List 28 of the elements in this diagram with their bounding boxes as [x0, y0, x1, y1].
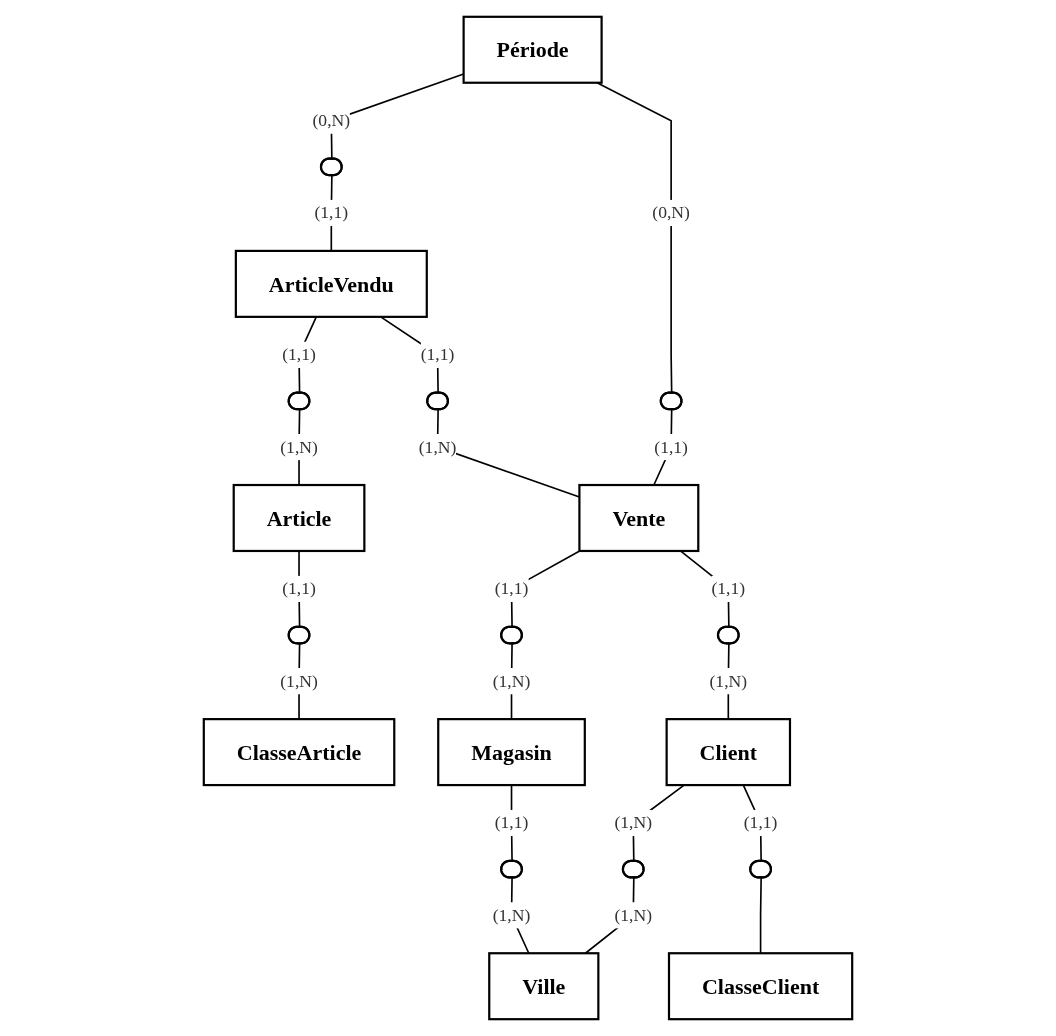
node-box: Magasin — [437, 718, 586, 787]
node-box: Article — [232, 483, 366, 553]
edge-label: (1,N) — [709, 671, 748, 690]
edge-label: (1,1) — [420, 344, 455, 364]
edge-label: (1,1) — [314, 203, 349, 222]
edge-label: (1,1) — [494, 813, 529, 832]
edge-label: (0,N) — [312, 110, 351, 130]
edge-label: (1,N) — [492, 905, 531, 925]
node-box: Période — [462, 15, 603, 84]
node-box: Vente — [578, 483, 700, 553]
node-box: ArticleVendu — [234, 249, 428, 318]
node-box: ClasseArticle — [202, 718, 396, 787]
edge-label: (1,N) — [492, 671, 531, 690]
edge-label: (1,1) — [282, 578, 316, 598]
edge-label: (1,1) — [282, 344, 316, 364]
edge-label: (1,N) — [418, 437, 457, 456]
node-box: ClasseClient — [667, 952, 854, 1021]
node-box: Client — [665, 718, 792, 787]
edge-label: (1,N) — [280, 671, 318, 690]
edge-label: (1,1) — [743, 813, 778, 832]
node-box: Ville — [488, 952, 600, 1021]
edge-label: (1,N) — [280, 437, 318, 456]
edge-label: (1,N) — [614, 813, 653, 832]
edge-label: (1,1) — [494, 578, 529, 598]
edge-label: (1,1) — [711, 578, 746, 598]
edge-label: (0,N) — [652, 203, 690, 222]
edge-label: (1,N) — [614, 905, 653, 925]
edge-label: (1,1) — [654, 437, 688, 456]
